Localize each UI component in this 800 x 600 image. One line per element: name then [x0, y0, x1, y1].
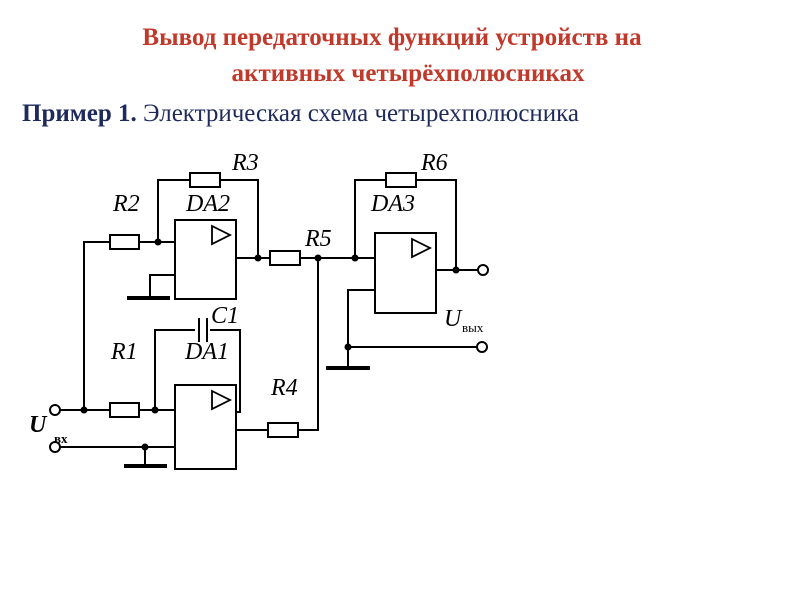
op-amp-da1	[174, 384, 237, 470]
label-r1: R1	[110, 339, 138, 365]
open-circle-icon	[477, 264, 489, 276]
resistor-r1	[109, 402, 140, 418]
resistor-r5	[269, 250, 301, 266]
label-c1: C1	[211, 303, 239, 329]
ground-symbols	[124, 296, 370, 468]
junctions	[80, 238, 460, 451]
capacitor-c1	[198, 318, 208, 342]
label-u-out-sub: вых	[462, 320, 484, 335]
label-r3: R3	[231, 150, 259, 176]
op-amp-da2	[174, 219, 237, 300]
triangle-icon	[411, 237, 433, 259]
label-da2: DA2	[185, 191, 230, 217]
subtitle: Пример 1. Электрическая схема четырехпол…	[22, 100, 579, 128]
junction-dot	[154, 238, 162, 246]
label-da1: DA1	[184, 339, 229, 365]
junction-dot	[254, 254, 262, 262]
junction-dot	[452, 266, 460, 274]
op-amp-symbols	[211, 224, 433, 411]
resistor-r4	[267, 422, 299, 438]
op-amp-da3	[374, 232, 437, 314]
label-u-in-sub: вх	[54, 431, 68, 446]
terminals	[49, 264, 489, 453]
junction-dot	[314, 254, 322, 262]
label-r5: R5	[304, 226, 332, 252]
triangle-icon	[211, 389, 233, 411]
junction-dot	[351, 254, 359, 262]
resistor-r6	[385, 172, 417, 188]
page-title-line2: активных четырёхполюсниках	[231, 60, 585, 87]
resistor-r3	[189, 172, 221, 188]
page-title-line1: Вывод передаточных функций устройств на	[142, 24, 642, 51]
label-r2: R2	[112, 191, 140, 217]
label-r4: R4	[270, 375, 298, 401]
label-u-out: U	[444, 306, 463, 332]
resistor-r2	[109, 234, 140, 250]
open-circle-icon	[49, 404, 61, 416]
open-circle-icon	[49, 441, 61, 453]
open-circle-icon	[476, 341, 488, 353]
subtitle-text: Электрическая схема четырехполюсника	[136, 100, 580, 127]
junction-dot	[141, 443, 149, 451]
label-da3: DA3	[370, 191, 415, 217]
junction-dot	[80, 406, 88, 414]
resistors	[109, 172, 417, 438]
subtitle-bold: Пример 1.	[22, 100, 137, 127]
label-r6: R6	[420, 150, 448, 176]
junction-dot	[344, 343, 352, 351]
junction-dot	[151, 406, 159, 414]
triangle-icon	[211, 224, 233, 246]
label-u-in: U	[29, 412, 48, 438]
